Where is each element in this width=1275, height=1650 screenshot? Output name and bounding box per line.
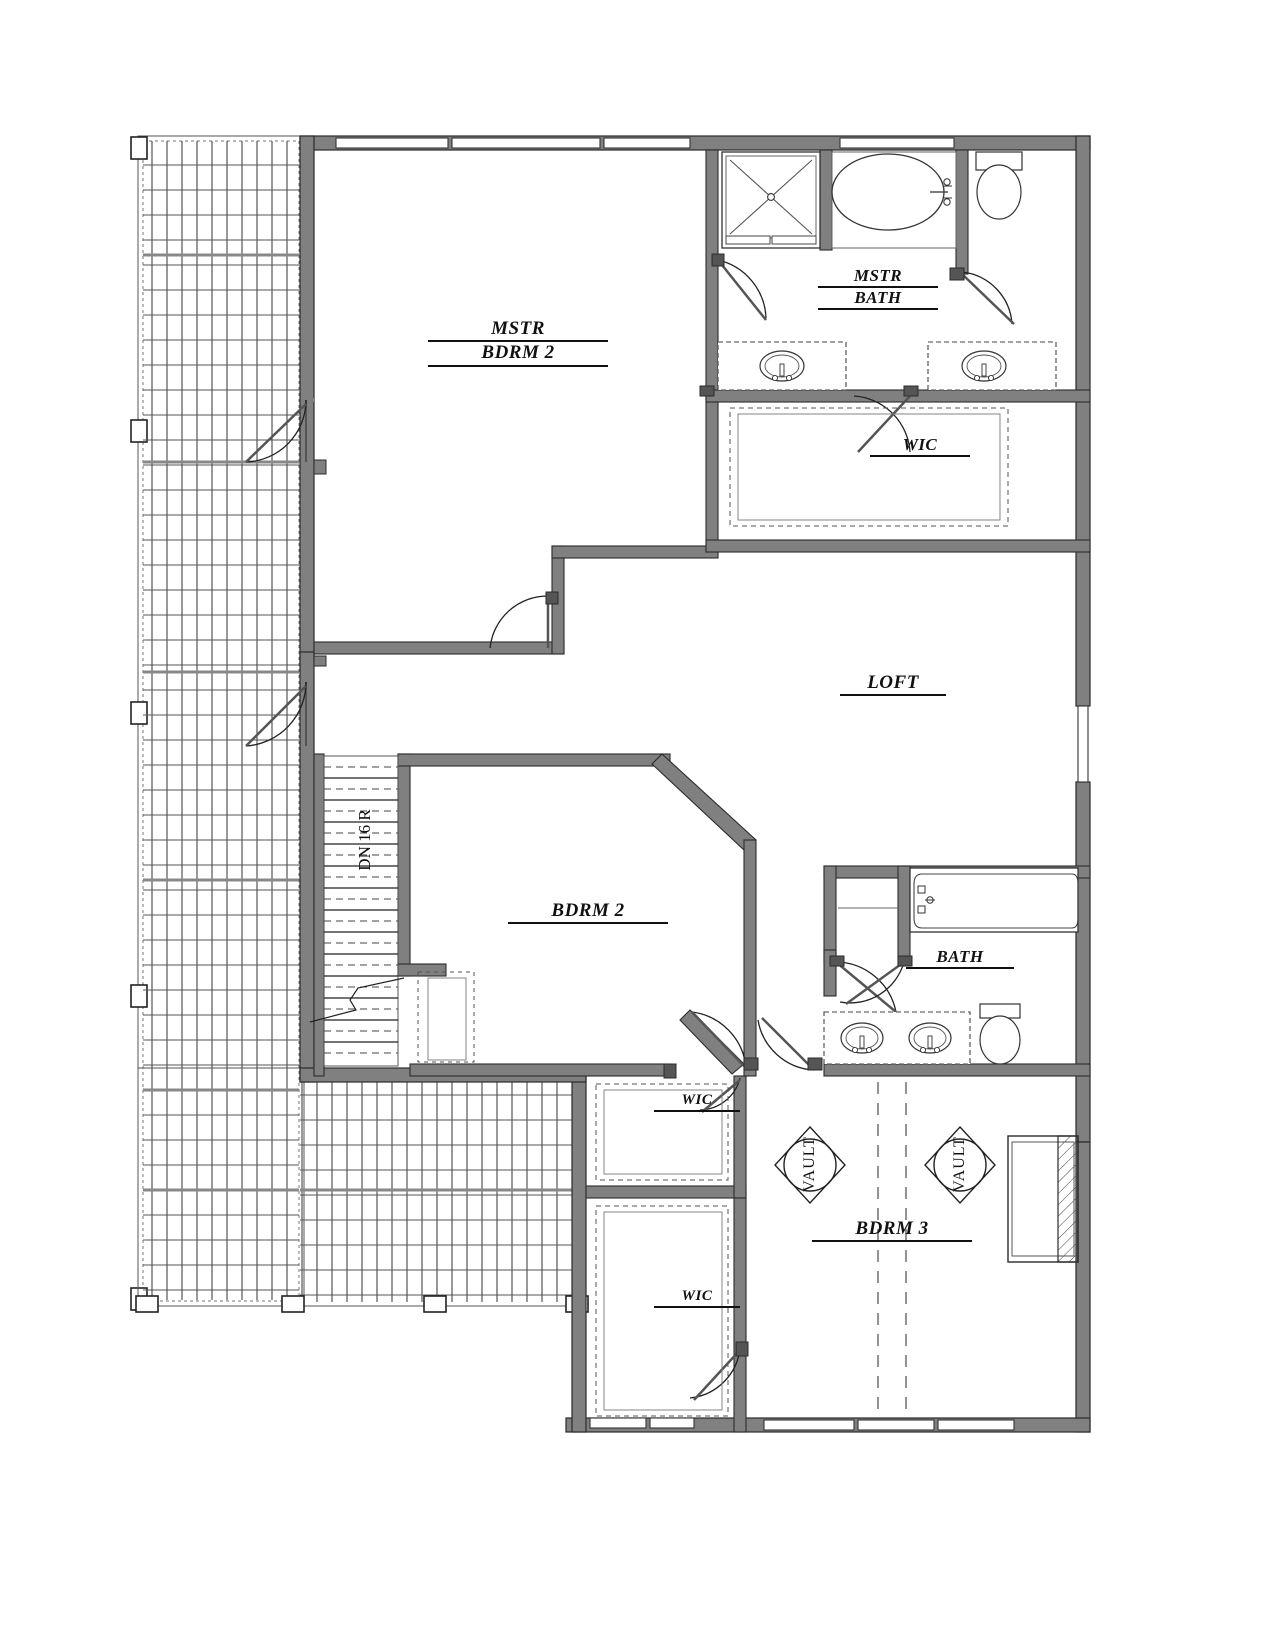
bdrm3-text: BDRM 3 bbox=[812, 1218, 972, 1243]
toilet-icon-hall bbox=[979, 1003, 1021, 1065]
bathtub-icon bbox=[909, 867, 1079, 933]
wic-upper-text: WIC bbox=[654, 1092, 740, 1112]
hall-bath-fixtures bbox=[823, 867, 1079, 1065]
double-vanity-icon bbox=[823, 1011, 971, 1065]
stair-direction-label: DN 16 R bbox=[355, 809, 374, 871]
mstr-bdrm-line1: MSTR bbox=[428, 318, 608, 343]
vault-label-left: VAULT bbox=[801, 1136, 818, 1192]
doors bbox=[245, 259, 1015, 1401]
mstr-bath-line1: MSTR bbox=[818, 266, 938, 289]
vault-markers bbox=[774, 1125, 996, 1205]
room-label-mstr-wic: WIC bbox=[870, 435, 970, 458]
room-label-mstr-bdrm: MSTR BDRM 2 bbox=[428, 318, 608, 367]
vanity-left-icon bbox=[717, 341, 847, 391]
staircase bbox=[309, 755, 405, 1067]
room-label-loft: LOFT bbox=[840, 672, 946, 697]
room-label-wic-upper: WIC bbox=[654, 1092, 740, 1112]
room-label-bdrm3: BDRM 3 bbox=[812, 1218, 972, 1243]
vault-label-right: VAULT bbox=[951, 1136, 968, 1192]
mstr-wic-text: WIC bbox=[870, 435, 970, 458]
bath-text: BATH bbox=[906, 947, 1014, 970]
bdrm2-text: BDRM 2 bbox=[508, 900, 668, 925]
shower-icon bbox=[721, 151, 821, 249]
room-label-wic-lower: WIC bbox=[654, 1288, 740, 1308]
loft-text: LOFT bbox=[840, 672, 946, 697]
room-label-bath: BATH bbox=[906, 947, 1014, 970]
deck-balcony bbox=[130, 135, 589, 1313]
mstr-bath-line2: BATH bbox=[818, 288, 938, 311]
room-label-bdrm2: BDRM 2 bbox=[508, 900, 668, 925]
toilet-icon bbox=[975, 151, 1023, 220]
oval-tub-icon bbox=[831, 151, 957, 249]
vanity-right-icon bbox=[927, 341, 1057, 391]
wall-details bbox=[313, 253, 965, 1357]
mstr-bath-fixtures bbox=[717, 151, 1057, 391]
mstr-bdrm-line2: BDRM 2 bbox=[428, 342, 608, 367]
closet-shelving bbox=[417, 407, 1009, 1417]
wic-lower-text: WIC bbox=[654, 1288, 740, 1308]
windows bbox=[335, 137, 1089, 1431]
room-label-mstr-bath: MSTR BATH bbox=[818, 266, 938, 311]
ceiling-ridge-lines bbox=[877, 1082, 907, 1418]
